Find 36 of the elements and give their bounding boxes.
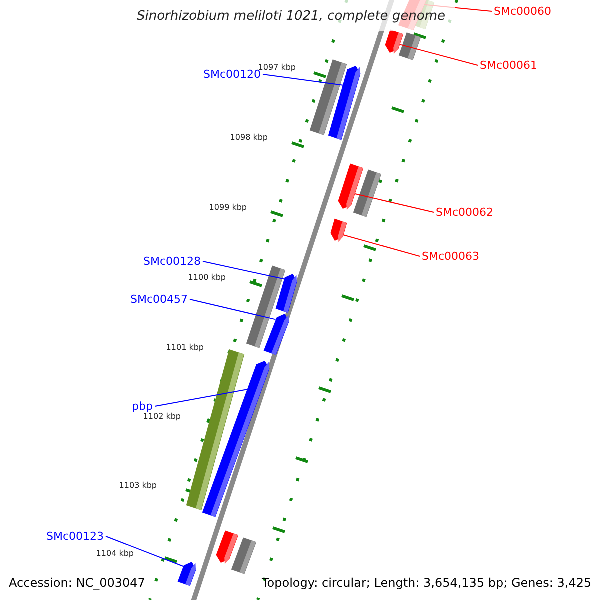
scale-label: 1097 kbp xyxy=(258,64,296,72)
gene-bar xyxy=(202,361,270,518)
gene-label: pbp xyxy=(132,401,153,412)
leader-line xyxy=(400,44,478,66)
leader-line xyxy=(106,536,184,567)
gene-label: SMc00062 xyxy=(436,207,494,218)
leader-line xyxy=(262,74,344,86)
leader-line xyxy=(154,389,248,407)
leader-line xyxy=(202,261,286,280)
scale-label: 1100 kbp xyxy=(188,274,226,282)
scale-label: 1101 kbp xyxy=(166,344,204,352)
gene-label: SMc00123 xyxy=(46,531,104,542)
gene-label: SMc00128 xyxy=(143,256,201,267)
gene-bar xyxy=(264,314,290,356)
gene-bar xyxy=(338,164,364,210)
scale-label: 1099 kbp xyxy=(209,204,247,212)
scale-label: 1102 kbp xyxy=(143,413,181,421)
gene-bar xyxy=(178,562,196,586)
leader-line xyxy=(190,299,276,320)
info-text: Accession: NC_003047 xyxy=(9,577,146,589)
gene-label: SMc00120 xyxy=(203,69,261,80)
gene-bar xyxy=(330,218,348,242)
scale-label: 1103 kbp xyxy=(119,482,157,490)
gene-bar xyxy=(328,66,361,140)
gene-bar xyxy=(385,30,404,54)
gene-bar xyxy=(276,274,298,314)
gene-label: SMc00060 xyxy=(494,6,552,17)
leader-line xyxy=(354,194,434,213)
leader-line xyxy=(343,234,420,257)
gene-label: SMc00063 xyxy=(422,251,480,262)
info-text: Topology: circular; Length: 3,654,135 bp; Genes: 3,425 xyxy=(262,577,592,589)
title: Sinorhizobium meliloti 1021, complete genome xyxy=(137,10,446,23)
scale-label: 1098 kbp xyxy=(230,134,268,142)
scale-label: 1104 kbp xyxy=(96,550,134,558)
gene-label: SMc00457 xyxy=(130,294,188,305)
gene-label: SMc00061 xyxy=(480,60,538,71)
